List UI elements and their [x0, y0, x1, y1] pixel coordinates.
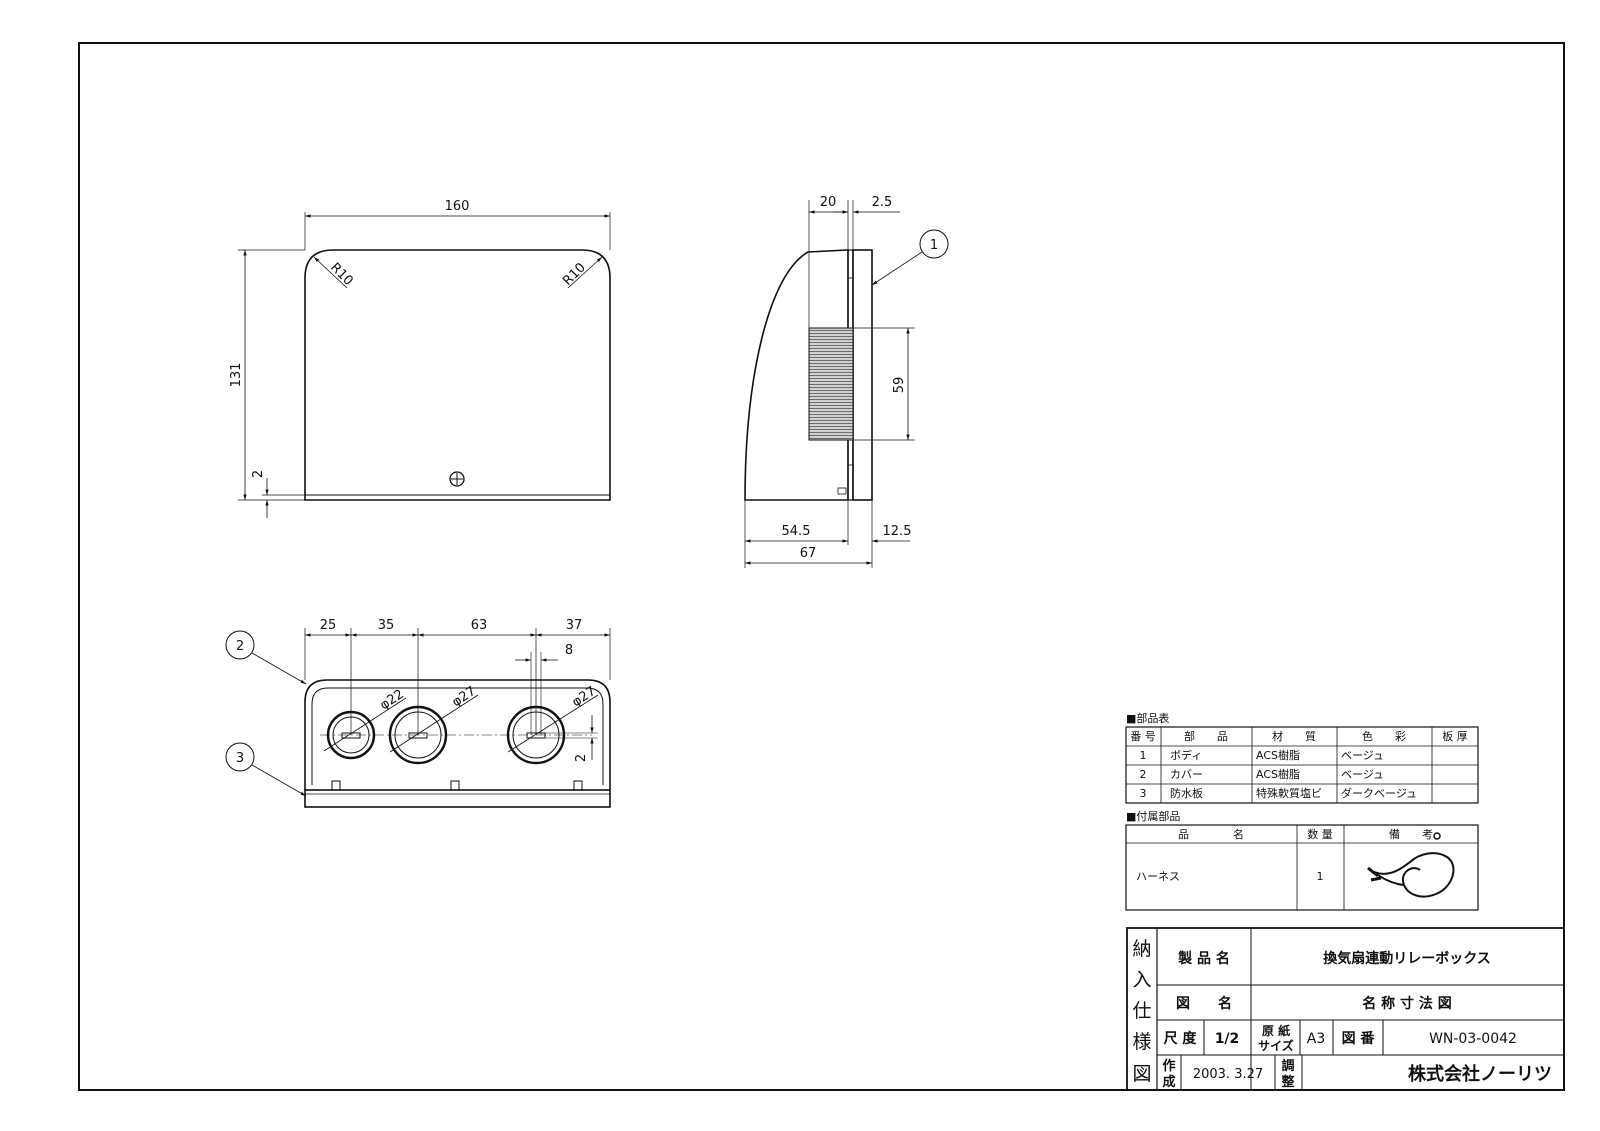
number-value: WN-03-0042	[1429, 1031, 1517, 1047]
parts-header-thickness: 板 厚	[1442, 729, 1468, 743]
paper-label-1: 原 紙	[1262, 1023, 1290, 1038]
table-row: 2	[1140, 768, 1147, 781]
dim-side-total: 67	[800, 546, 817, 561]
table-row: ACS樹脂	[1256, 767, 1300, 781]
table-row: ACS樹脂	[1256, 748, 1300, 762]
accessory-table-title: ■付属部品	[1126, 809, 1180, 823]
side-label-5: 図	[1132, 1063, 1151, 1085]
accessory-header-name: 品 名	[1178, 827, 1244, 841]
made-label-1: 作	[1162, 1058, 1175, 1074]
drawing-frame	[78, 42, 1565, 1091]
scale-label: 尺 度	[1164, 1030, 1198, 1047]
screw-icon	[449, 471, 465, 487]
adjust-label-2: 整	[1280, 1074, 1295, 1090]
made-label-2: 成	[1162, 1074, 1175, 1090]
dim-spacing-2: 35	[378, 618, 395, 633]
callout-1-label: 1	[930, 238, 938, 253]
dim-spacing-4: 37	[566, 618, 583, 633]
table-row: ベージュ	[1341, 768, 1384, 781]
side-label-3: 仕	[1132, 1000, 1151, 1022]
product-value: 換気扇連動リレーボックス	[1323, 950, 1491, 967]
side-slot-ribs	[808, 327, 854, 441]
table-row: ベージュ	[1341, 749, 1384, 762]
parts-header-color: 色 彩	[1362, 729, 1406, 743]
front-view	[238, 212, 611, 518]
side-body-outline	[744, 249, 849, 501]
dim-front-height: 131	[229, 363, 244, 388]
bottom-body-outline	[304, 679, 611, 790]
parts-header-no: 番 号	[1130, 730, 1156, 743]
callout-2-label: 2	[236, 639, 244, 654]
accessory-table	[1125, 824, 1479, 911]
product-label: 製 品 名	[1177, 950, 1230, 967]
paper-value: A3	[1307, 1031, 1325, 1047]
table-row: ダークベージュ	[1341, 786, 1417, 800]
callout-2-circle	[225, 630, 255, 660]
table-row: ハーネス	[1136, 870, 1180, 883]
dim-spacing-1: 25	[320, 618, 337, 633]
front-body-outline	[304, 249, 611, 501]
drawing-value: 名 称 寸 法 図	[1362, 995, 1452, 1012]
table-row: 防水板	[1170, 786, 1203, 800]
dim-side-top-b: 2.5	[872, 195, 893, 210]
side-label-2: 入	[1132, 969, 1151, 991]
accessory-header-note: 備 考	[1389, 828, 1433, 841]
made-value: 2003. 3.27	[1193, 1067, 1263, 1082]
table-row: 1	[1140, 749, 1147, 762]
dim-bottom-gap: 2	[574, 754, 589, 762]
hole-a-label: φ22	[377, 687, 406, 713]
dim-side-bottom-a: 54.5	[782, 524, 811, 539]
parts-table	[1125, 726, 1479, 804]
bottom-water-plate	[304, 789, 611, 808]
bottom-view	[225, 628, 611, 808]
table-row: 特殊軟質塩ビ	[1256, 786, 1322, 800]
parts-header-part: 部 品	[1184, 729, 1228, 743]
dim-side-slot: 59	[892, 377, 907, 394]
parts-table-title: ■部品表	[1126, 711, 1169, 725]
radius-right-label: R10	[560, 260, 589, 289]
radius-left-label: R10	[327, 260, 356, 289]
drawing-label: 図 名	[1176, 995, 1232, 1012]
dim-front-gap: 2	[251, 470, 266, 478]
dim-side-top-a: 20	[820, 195, 837, 210]
callout-3-circle	[225, 742, 255, 772]
dim-spacing-3: 63	[471, 618, 488, 633]
callout-3-label: 3	[236, 751, 244, 766]
parts-header-material: 材 質	[1272, 729, 1316, 743]
dim-side-bottom-b: 12.5	[883, 524, 912, 539]
table-row: 3	[1140, 787, 1147, 800]
title-block	[1126, 927, 1565, 1091]
paper-label-2: サイズ	[1258, 1038, 1294, 1053]
scale-value: 1/2	[1215, 1031, 1240, 1047]
side-label-4: 様	[1132, 1031, 1151, 1053]
company-name: 株式会社ノーリツ	[1408, 1063, 1552, 1085]
harness-icon	[1367, 832, 1455, 898]
dim-bottom-slot: 8	[565, 643, 573, 658]
side-label-1: 納	[1132, 938, 1151, 960]
table-row: カバー	[1170, 768, 1203, 781]
side-front-lip	[852, 249, 873, 501]
dim-front-width: 160	[445, 199, 470, 214]
number-label: 図 番	[1342, 1030, 1376, 1047]
adjust-label-1: 調	[1281, 1058, 1294, 1074]
table-row: ボディ	[1170, 748, 1202, 762]
side-view	[744, 200, 949, 568]
callout-1-circle	[919, 229, 949, 259]
accessory-header-qty: 数 量	[1307, 828, 1333, 841]
table-row: 1	[1317, 870, 1324, 883]
